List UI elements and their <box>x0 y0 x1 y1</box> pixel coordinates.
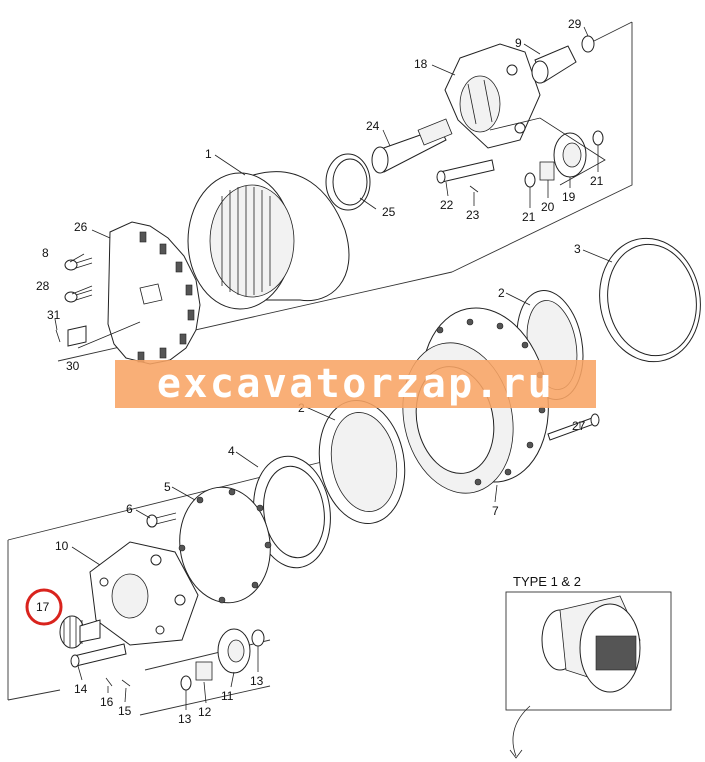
part-16-spring-pin <box>105 677 113 687</box>
callout-29: 29 <box>568 17 582 31</box>
callout-23: 23 <box>466 208 480 222</box>
callout-27: 27 <box>572 419 586 433</box>
callout-20: 20 <box>541 200 555 214</box>
part-9-shaft <box>531 45 577 84</box>
part-25-o-ring <box>325 153 371 211</box>
callout-30: 30 <box>66 359 80 373</box>
highlight-circle-17 <box>25 588 63 626</box>
part-28-bolt <box>64 289 93 303</box>
callout-13-left: 13 <box>178 712 192 726</box>
part-31-pin <box>55 329 61 343</box>
callout-21-left: 21 <box>522 210 536 224</box>
part-8-bolt <box>64 257 93 271</box>
callout-17: 17 <box>36 600 50 614</box>
part-30-plate <box>67 325 87 347</box>
callout-12: 12 <box>198 705 212 719</box>
inset-title: TYPE 1 & 2 <box>513 574 581 589</box>
callout-21-right: 21 <box>590 174 604 188</box>
callout-8: 8 <box>42 246 49 260</box>
callout-24: 24 <box>366 119 380 133</box>
callout-19: 19 <box>562 190 576 204</box>
callout-16: 16 <box>100 695 114 709</box>
callout-4: 4 <box>228 444 235 458</box>
part-21-thrust-washer-a <box>524 172 536 188</box>
watermark-banner <box>115 360 596 408</box>
plate-slots <box>137 231 195 363</box>
callout-28: 28 <box>36 279 50 293</box>
callout-18: 18 <box>414 57 428 71</box>
callout-9: 9 <box>515 36 522 50</box>
callout-31: 31 <box>47 308 61 322</box>
callout-13-right: 13 <box>250 674 264 688</box>
callout-22: 22 <box>440 198 454 212</box>
part-6-bolt <box>146 512 177 528</box>
part-23-spring-pin <box>469 185 479 193</box>
part-21-thrust-washer-b <box>592 130 604 146</box>
part-11-planet-gear <box>217 628 251 674</box>
callout-3: 3 <box>574 242 581 256</box>
callout-14: 14 <box>74 682 88 696</box>
inset-type-1-2 <box>505 591 672 759</box>
part-12-needle-bearing <box>195 661 213 681</box>
callout-25: 25 <box>382 205 396 219</box>
callout-26: 26 <box>74 220 88 234</box>
part-29-snap-ring <box>581 35 595 53</box>
sub-assembly-bracket <box>489 117 606 186</box>
part-18-carrier <box>444 43 541 149</box>
part-1-ring-gear <box>187 171 350 310</box>
callout-6: 6 <box>126 502 133 516</box>
part-3-seal-ring <box>599 237 701 363</box>
part-4-ring <box>253 455 331 569</box>
watermark-text: excavatorzap.ru <box>156 361 555 407</box>
callout-7: 7 <box>492 504 499 518</box>
part-22-pin <box>436 159 495 184</box>
callout-2-upper: 2 <box>498 286 505 300</box>
part-27-bolt <box>547 413 600 441</box>
ring-gear-teeth <box>221 186 271 296</box>
part-15-spring-pin <box>121 679 131 687</box>
part-13-washer-a <box>180 675 192 691</box>
part-13-washer-b <box>251 629 265 647</box>
leader-lines <box>54 26 613 710</box>
leader-30 <box>77 321 141 349</box>
part-20-needle-bearing <box>539 161 555 181</box>
part-24-sun-shaft <box>371 118 453 174</box>
part-10-carrier <box>89 541 199 646</box>
part-14-pin <box>70 643 127 668</box>
part-26-toothed-plate <box>107 221 201 365</box>
inset-arrow-icon <box>509 705 531 759</box>
callout-11: 11 <box>221 689 234 703</box>
callout-2-lower: 2 <box>298 401 305 415</box>
part-17-sun-gear <box>59 615 101 649</box>
leader-26 <box>91 229 111 239</box>
callout-labels: 1 2 2 3 4 5 6 7 8 9 10 11 12 13 13 14 15… <box>36 17 604 726</box>
callout-1: 1 <box>205 147 212 161</box>
callout-15: 15 <box>118 704 132 718</box>
callout-5: 5 <box>164 480 171 494</box>
part-19-planet-gear <box>553 132 587 178</box>
callout-10: 10 <box>55 539 69 553</box>
